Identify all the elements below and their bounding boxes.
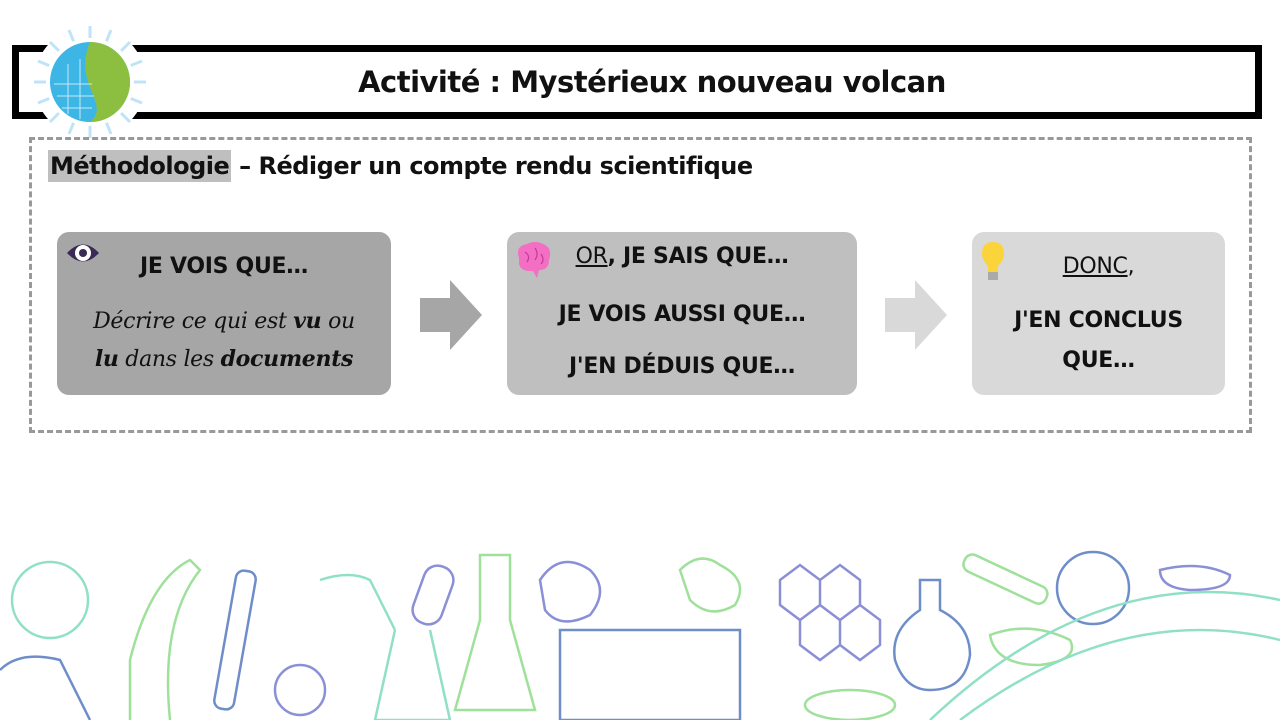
methodology-frame <box>29 137 1252 433</box>
molecule-doodle <box>778 563 882 662</box>
globe-doodle <box>10 560 90 640</box>
flask-doodle <box>453 553 537 712</box>
card-observe-heading: JE VOIS QUE… <box>140 254 308 279</box>
card-observe: JE VOIS QUE… Décrire ce qui est vu ou lu… <box>57 232 391 395</box>
card-conclusion: DONC, J'EN CONCLUS QUE… <box>972 232 1225 395</box>
card-conclusion-line3: QUE… <box>1062 348 1135 373</box>
microscope-doodle <box>128 558 202 720</box>
methodology-subtitle: Méthodologie – Rédiger un compte rendu s… <box>48 150 753 182</box>
page-title: Activité : Mystérieux nouveau volcan <box>358 65 946 99</box>
card-knowledge-line2: JE VOIS AUSSI QUE… <box>558 302 806 327</box>
dna-doodle <box>929 590 1280 720</box>
test-tube-doodle <box>213 569 257 711</box>
petri-dish-doodle <box>1055 550 1131 626</box>
methodology-label: Méthodologie <box>48 150 232 182</box>
test-tube-rack-doodle <box>558 628 742 720</box>
globe-leaf-logo <box>34 26 146 138</box>
arrow-right-icon <box>885 280 947 350</box>
card-conclusion-line1: DONC, <box>1062 254 1135 279</box>
card-observe-desc-line2: lu dans les documents <box>94 346 354 372</box>
card-conclusion-line2: J'EN CONCLUS <box>1014 308 1183 333</box>
methodology-text: – Rédiger un compte rendu scientifique <box>231 152 753 180</box>
eye-icon <box>67 244 99 262</box>
wash-bottle-doodle <box>319 573 452 720</box>
brain-icon <box>518 242 551 278</box>
science-doodle-banner <box>0 550 1280 720</box>
card-observe-desc-line1: Décrire ce qui est vu ou <box>93 308 355 334</box>
round-flask-doodle <box>893 578 972 692</box>
title-bar: Activité : Mystérieux nouveau volcan <box>12 45 1262 119</box>
card-knowledge: OR, JE SAIS QUE… JE VOIS AUSSI QUE… J'EN… <box>507 232 857 395</box>
card-knowledge-line1: OR, JE SAIS QUE… <box>575 244 789 269</box>
lightbulb-icon <box>982 242 1004 280</box>
card-knowledge-line3: J'EN DÉDUIS QUE… <box>569 354 795 379</box>
arrow-right-icon <box>420 280 482 350</box>
